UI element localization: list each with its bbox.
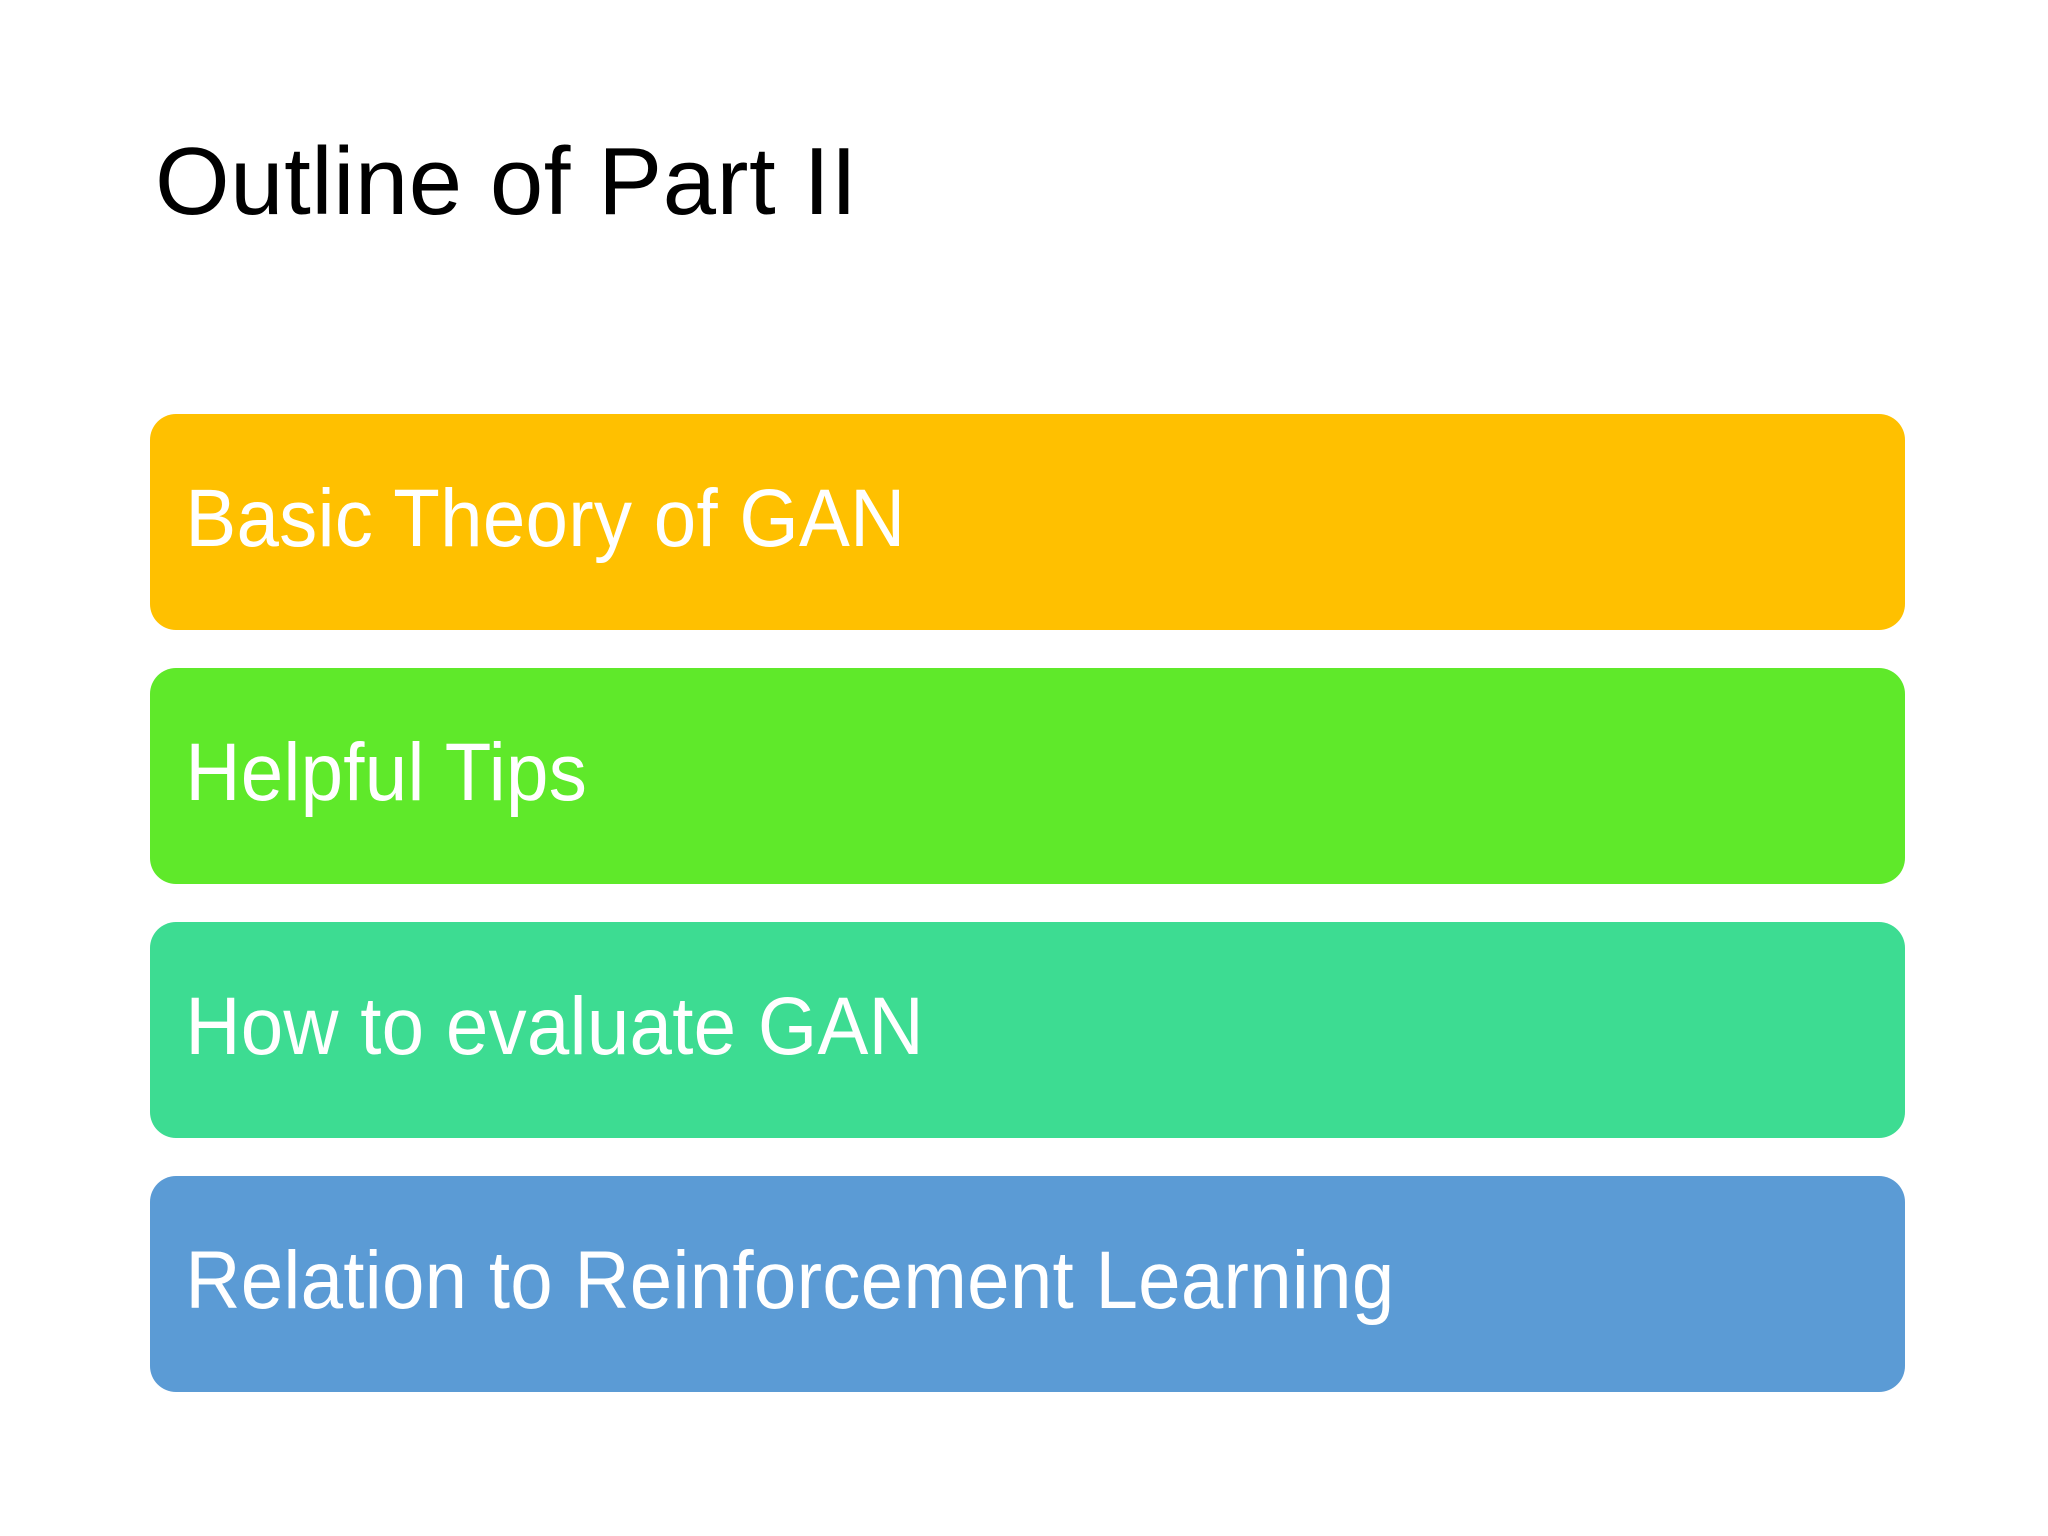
outline-list: Basic Theory of GAN Helpful Tips How to …	[150, 414, 1905, 1392]
outline-item-label: Basic Theory of GAN	[185, 473, 906, 564]
outline-item-basic-theory-of-gan[interactable]: Basic Theory of GAN	[150, 414, 1905, 630]
outline-item-relation-to-reinforcement-learning[interactable]: Relation to Reinforcement Learning	[150, 1176, 1905, 1392]
outline-item-label: Helpful Tips	[185, 727, 588, 818]
outline-item-label: How to evaluate GAN	[185, 981, 924, 1072]
outline-item-helpful-tips[interactable]: Helpful Tips	[150, 668, 1905, 884]
outline-item-label: Relation to Reinforcement Learning	[185, 1235, 1395, 1326]
page-title: Outline of Part II	[155, 128, 858, 235]
outline-item-how-to-evaluate-gan[interactable]: How to evaluate GAN	[150, 922, 1905, 1138]
